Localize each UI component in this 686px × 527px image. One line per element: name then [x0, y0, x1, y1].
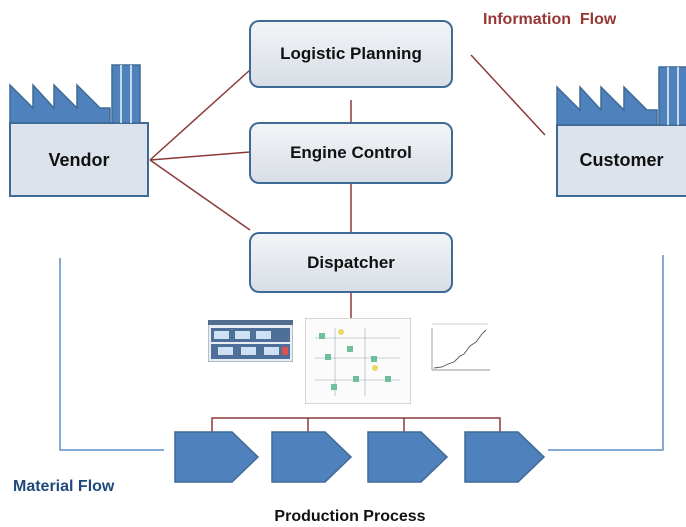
- logistic-planning-label: Logistic Planning: [280, 44, 422, 63]
- vendor-label: Vendor: [48, 150, 110, 170]
- info-line-vendor-dispatcher: [149, 159, 251, 231]
- process-model-thumbnail: [207, 319, 294, 363]
- production-step-2: [271, 431, 353, 483]
- engine-control-box: Engine Control: [249, 122, 453, 184]
- vendor-factory-icon: [9, 64, 149, 197]
- production-step-3: [367, 431, 449, 483]
- information-flow-label: Information Flow: [483, 11, 617, 28]
- dispatcher-box: Dispatcher: [249, 232, 453, 293]
- customer-factory-icon: [556, 66, 686, 197]
- output-chart-thumbnail: [424, 318, 496, 376]
- material-line-vendor: [59, 258, 164, 451]
- production-step-1: [174, 431, 260, 483]
- customer-label: Customer: [579, 150, 664, 170]
- material-flow-label: Material Flow: [13, 478, 115, 495]
- production-bus-line: [211, 417, 501, 432]
- engine-control-label: Engine Control: [290, 143, 412, 162]
- material-line-customer: [548, 255, 664, 451]
- info-line-logistic-customer: [470, 54, 546, 136]
- dispatcher-label: Dispatcher: [307, 252, 395, 272]
- production-step-4: [464, 431, 546, 483]
- production-process-label: Production Process: [274, 508, 426, 525]
- simulation-layout-thumbnail: [304, 317, 412, 405]
- logistic-planning-box: Logistic Planning: [249, 20, 453, 88]
- info-line-vendor-logistic: [149, 69, 251, 161]
- info-line-vendor-engine: [149, 151, 251, 161]
